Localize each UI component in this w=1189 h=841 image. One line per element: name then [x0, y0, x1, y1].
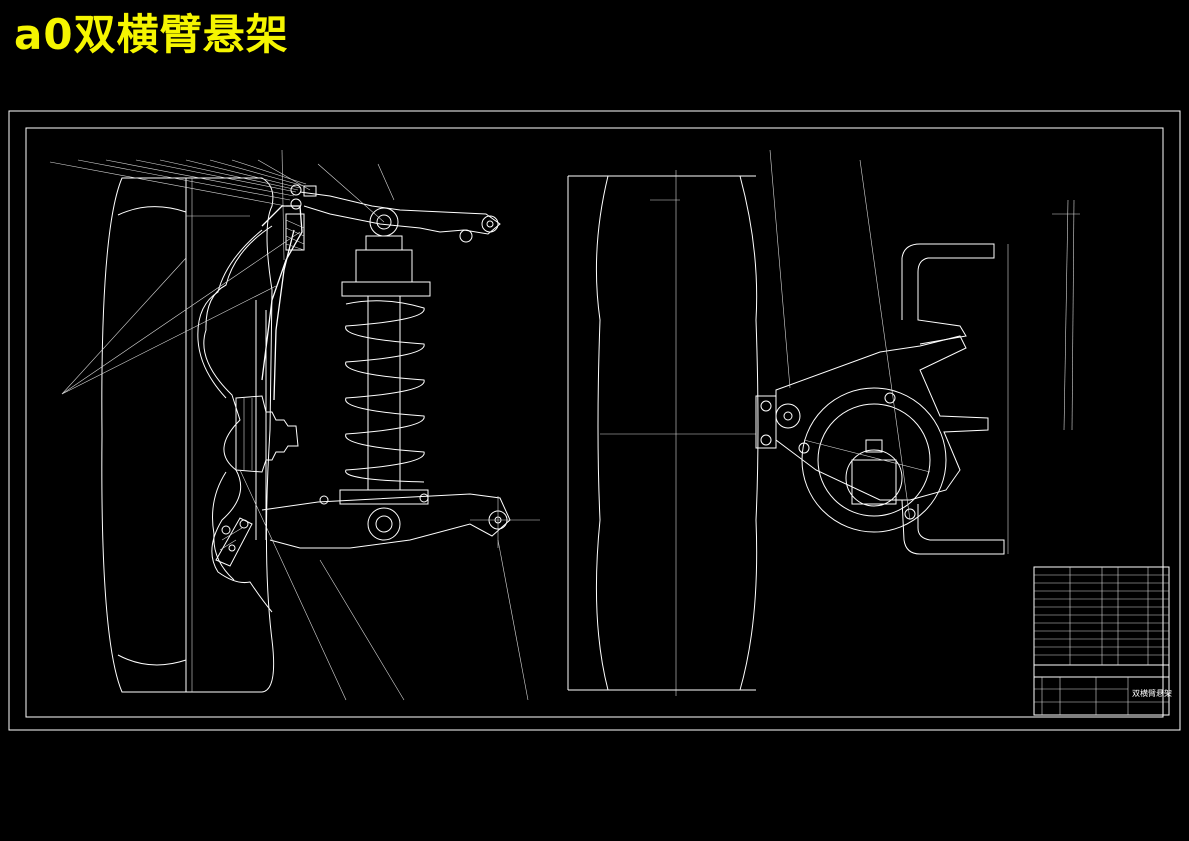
steering-knuckle [261, 205, 303, 381]
side-view-tire [567, 170, 759, 696]
outer-border [8, 110, 1181, 731]
page-title: a0双横臂悬架 [14, 10, 289, 59]
leader-lines [49, 149, 529, 701]
upper-control-arm [299, 191, 501, 235]
control-arm-top [775, 335, 989, 501]
lower-control-arm [261, 493, 511, 549]
wheel-rim [203, 225, 273, 613]
brake-disc [801, 387, 947, 533]
title-block: 双横臂悬架 [1033, 566, 1172, 716]
cv-joint-boot [235, 395, 299, 473]
inner-border [25, 127, 1164, 718]
lower-ball-joint [215, 517, 253, 567]
upper-arm-pivot [481, 215, 499, 233]
top-view-arm-hub [755, 149, 1080, 555]
upper-ball-joint [285, 184, 317, 251]
coil-spring-damper [339, 207, 431, 541]
front-view-assembly [49, 149, 540, 701]
tire-outline [101, 177, 275, 693]
drawing-name: 双横臂悬架 [1132, 688, 1172, 698]
